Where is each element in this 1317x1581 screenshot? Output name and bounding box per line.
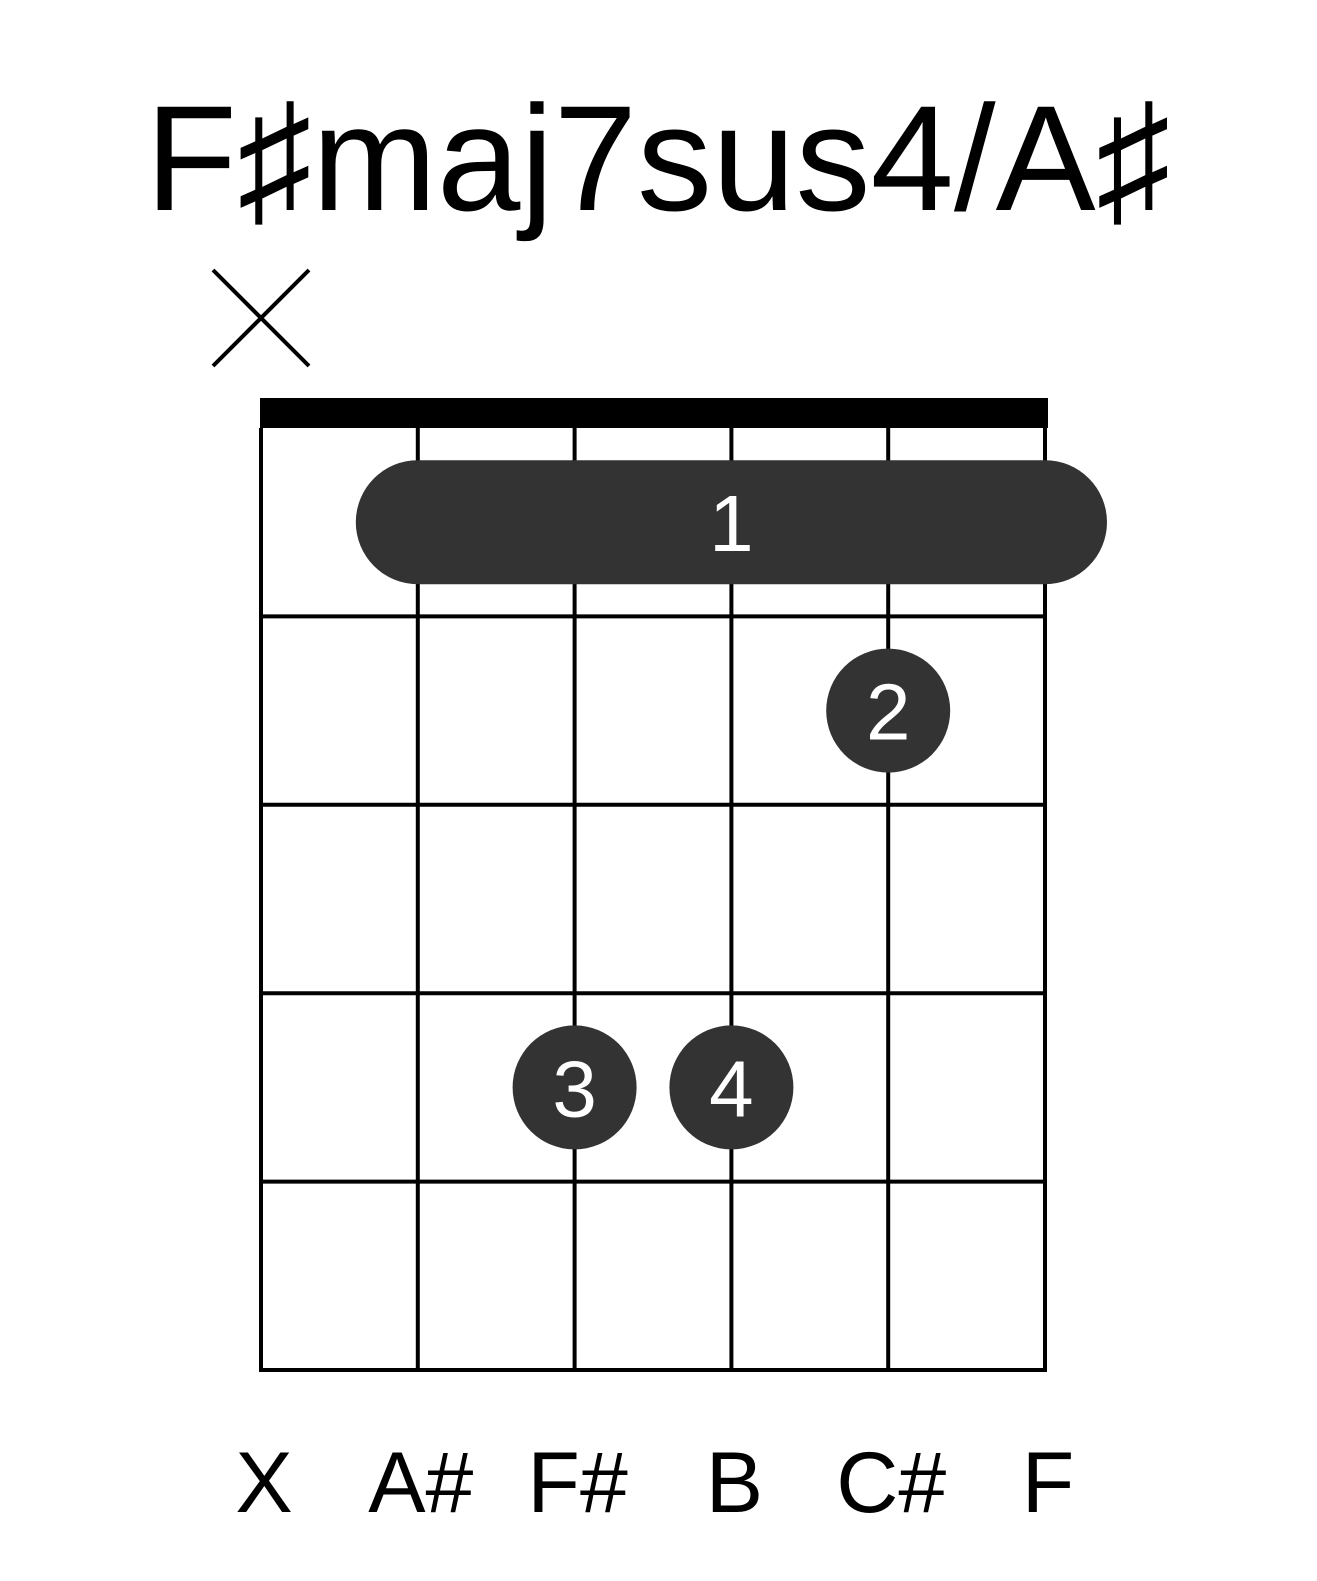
note-label: C# (836, 1435, 946, 1531)
finger-dot-label: 4 (709, 1044, 754, 1133)
note-label: A# (368, 1435, 473, 1531)
barre (355, 460, 1107, 585)
finger-dot-label: 3 (552, 1044, 597, 1133)
note-label: X (235, 1435, 292, 1531)
note-label: F# (527, 1435, 628, 1531)
nut (260, 398, 1048, 428)
note-label: B (706, 1435, 763, 1531)
note-label: F (1022, 1435, 1075, 1531)
note-labels: X A# F# B C# F (235, 1435, 1074, 1531)
fret-lines (259, 614, 1047, 1372)
string-markers (211, 268, 311, 368)
muted-string-marker (211, 268, 311, 368)
finger-dot (826, 648, 951, 773)
finger-dot (512, 1025, 637, 1150)
finger-dot-label: 2 (866, 668, 911, 757)
barre-finger-label: 1 (709, 479, 754, 568)
string-lines (259, 428, 1047, 1372)
chord-title: F♯maj7sus4/A♯ (145, 74, 1170, 242)
finger-markers: 1 2 3 4 (355, 460, 1107, 1150)
finger-dot (669, 1025, 794, 1150)
